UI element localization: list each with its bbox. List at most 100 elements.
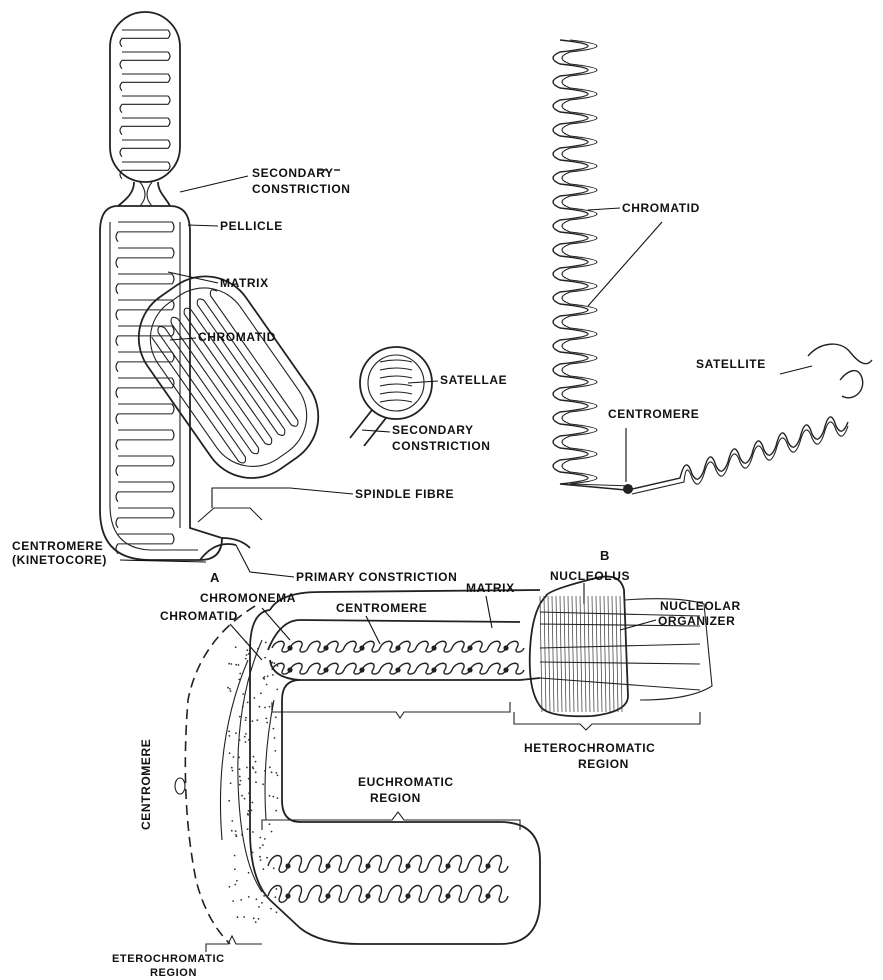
label-heterochromatic-region-bottom: ETEROCHROMATIC — [112, 953, 225, 965]
stipple-dot — [269, 823, 271, 825]
stipple-dot — [240, 780, 242, 782]
chromomere-dot — [287, 667, 292, 672]
stipple-dot — [274, 750, 276, 752]
chromomere-dot — [323, 667, 328, 672]
stipple-dot — [252, 802, 254, 804]
stipple-dot — [236, 835, 238, 837]
long-arm-coil-path — [116, 222, 174, 554]
stipple-dot — [253, 756, 255, 758]
nucleolus-hatch-line — [568, 596, 570, 712]
stipple-dot — [244, 798, 246, 800]
stipple-dot — [245, 658, 247, 660]
c-brace-hetero-bottom — [206, 936, 262, 952]
stipple-dot — [269, 795, 271, 797]
label-secondary-constriction-top-2: CONSTRICTION — [252, 182, 351, 196]
panel-label-a: A — [210, 570, 220, 585]
stipple-dot — [238, 679, 240, 681]
stipple-dot — [240, 899, 242, 901]
stipple-dot — [269, 766, 271, 768]
label-secondary-constriction-top: SECONDARY — [252, 166, 334, 180]
stipple-dot — [248, 872, 250, 874]
stipple-dot — [232, 900, 234, 902]
c-brace-upper-right — [514, 712, 700, 730]
stipple-dot — [263, 868, 265, 870]
chromomere-dot — [359, 645, 364, 650]
stipple-dot — [252, 766, 254, 768]
stipple-dot — [241, 834, 243, 836]
chromomere-dot — [503, 667, 508, 672]
stipple-dot — [274, 737, 276, 739]
stipple-dot — [252, 852, 254, 854]
figure-a: SECONDARY CONSTRICTION PELLICLE MATRIX C… — [12, 12, 507, 585]
chromomere-dot — [285, 893, 290, 898]
stipple-dot — [276, 689, 278, 691]
figure-c: CHROMONEMA CENTROMERE MATRIX NUCLEOLUS N… — [112, 569, 741, 979]
stipple-dot — [228, 730, 230, 732]
label-centromere-kinetocore: CENTROMERE — [12, 539, 103, 553]
stipple-dot — [229, 688, 231, 690]
stipple-dot — [237, 916, 239, 918]
stipple-dot — [233, 756, 235, 758]
short-arm-chromosome — [119, 257, 338, 498]
stipple-dot — [273, 662, 275, 664]
panel-label-b: B — [600, 548, 610, 563]
stipple-dot — [235, 664, 237, 666]
label-nucleolar-organizer-2: ORGANIZER — [658, 614, 735, 628]
label-centromere-kinetocore-2: (KINETOCORE) — [12, 553, 107, 567]
chromonema-coil-path — [268, 886, 508, 903]
stipple-dot — [263, 677, 265, 679]
chromomere-dot — [285, 863, 290, 868]
stipple-dot — [245, 717, 247, 719]
stipple-dot — [239, 716, 241, 718]
secondary-constriction-link — [118, 182, 170, 206]
stipple-dot — [230, 690, 232, 692]
chromomere-dot — [431, 667, 436, 672]
stipple-dot — [249, 785, 251, 787]
label-centromere-c-top: CENTROMERE — [336, 601, 427, 615]
stipple-dot — [267, 675, 269, 677]
chromomere-dot — [467, 667, 472, 672]
label-matrix-a: MATRIX — [220, 276, 269, 290]
chromomere-dot — [467, 645, 472, 650]
label-nucleolus: NUCLEOLUS — [550, 569, 630, 583]
label-pellicle: PELLICLE — [220, 219, 283, 233]
b-short-arm-strand — [628, 417, 848, 490]
nucleolus-hatch-line — [620, 596, 622, 712]
long-chromosome-inner-pellicle — [110, 222, 198, 550]
stipple-dot — [242, 706, 244, 708]
stipple-dot — [271, 771, 273, 773]
b-satellite-strand — [808, 344, 872, 398]
c-dashed-envelope — [185, 606, 255, 944]
stipple-dot — [273, 728, 275, 730]
c-brace-euchromatic — [262, 812, 520, 830]
stipple-dot — [256, 898, 258, 900]
stipple-dot — [247, 813, 249, 815]
stipple-dot — [238, 757, 240, 759]
chromomere-dot — [431, 645, 436, 650]
stipple-dot — [255, 781, 257, 783]
chromomere-dot — [325, 893, 330, 898]
stipple-dot — [264, 770, 266, 772]
stipple-dot — [272, 796, 274, 798]
label-heterochromatic-region-bottom-2: REGION — [150, 967, 197, 979]
stipple-dot — [257, 648, 259, 650]
stipple-dot — [235, 732, 237, 734]
stipple-dot — [266, 684, 268, 686]
stipple-dot — [248, 739, 250, 741]
stipple-dot — [261, 902, 263, 904]
stipple-dot — [258, 918, 260, 920]
label-chromatid-b: CHROMATID — [622, 201, 700, 215]
stipple-dot — [266, 722, 268, 724]
stipple-dot — [246, 654, 248, 656]
nucleolus-hatch-line — [572, 596, 574, 712]
nucleolus-hatch-line — [552, 596, 554, 712]
stipple-dot — [258, 906, 260, 908]
stipple-dot — [243, 916, 245, 918]
stipple-dot — [255, 761, 257, 763]
stipple-dot — [260, 692, 262, 694]
stipple-dot — [275, 896, 277, 898]
stipple-dot — [231, 820, 233, 822]
stipple-dot — [253, 917, 255, 919]
stipple-dot — [228, 800, 230, 802]
